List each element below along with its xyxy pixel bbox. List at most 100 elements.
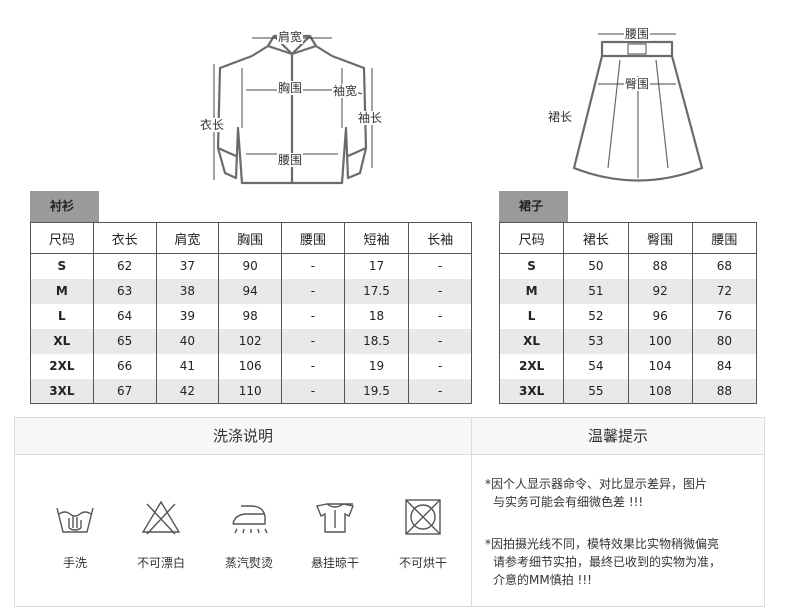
skirt-diagram [572,33,704,182]
value-cell: - [281,353,345,379]
value-cell: 51 [563,278,628,304]
value-cell: 65 [92,328,157,354]
no-bleach-icon [141,500,181,535]
column-header: 长袖 [408,222,472,254]
value-cell: 88 [627,253,693,279]
value-cell: 63 [92,278,157,304]
value-cell: 72 [691,278,757,304]
value-cell: - [408,253,472,279]
care-section: 洗涤说明 温馨提示 手洗 不可漂白 [14,417,765,607]
skirt-length-label: 裙长 [547,110,574,124]
value-cell: 19.5 [343,378,409,404]
value-cell: 55 [563,378,628,404]
care-label-hand-wash: 手洗 [62,556,87,570]
size-cell: 3XL [30,378,94,404]
size-cell: XL [499,328,564,354]
tip-display-difference: *因个人显示器命令、对比显示差异，图片 与实务可能会有细微色差 !!! [485,475,760,511]
column-header: 裙长 [563,222,628,254]
value-cell: 39 [155,303,219,329]
care-item-hand-wash: 手洗 [35,498,115,571]
value-cell: 108 [627,378,693,404]
table-header-row: 尺码衣长肩宽胸围腰围短袖长袖 [30,222,472,254]
skirt-waist-label: 腰围 [624,27,651,41]
value-cell: 50 [563,253,628,279]
tips-title: 温馨提示 [472,418,764,455]
care-label-hang-dry: 悬挂晾干 [310,556,359,570]
column-header: 臀围 [627,222,693,254]
value-cell: 62 [92,253,157,279]
value-cell: 19 [343,353,409,379]
size-cell: XL [30,328,94,354]
value-cell: 96 [627,303,693,329]
column-header: 尺码 [499,222,564,254]
value-cell: - [408,278,472,304]
column-header: 腰围 [281,222,345,254]
size-cell: L [527,309,536,323]
care-item-no-tumble-dry: 不可烘干 [383,498,463,571]
value-cell: - [281,278,345,304]
size-cell: S [527,259,536,274]
value-cell: 53 [563,328,628,354]
value-cell: 66 [92,353,157,379]
value-cell: 80 [691,328,757,354]
tip-line: 请参考细节实拍，最终已收到的实物为准， [493,555,722,569]
value-cell: 37 [155,253,219,279]
value-cell: - [281,328,345,354]
value-cell: 52 [563,303,628,329]
value-cell: 106 [218,353,282,379]
size-cell: 3XL [499,378,564,404]
column-header: 肩宽 [155,222,219,254]
shirt-chest-label: 胸围 [277,81,304,95]
value-cell: 110 [218,378,282,404]
value-cell: - [408,328,472,354]
size-cell: L [58,309,66,323]
value-cell: 18.5 [343,328,409,354]
tip-lighting-difference: *因拍摄光线不同，模特效果比实物稍微偏亮 请参考细节实拍，最终已收到的实物为准，… [485,535,760,589]
column-header: 腰围 [691,222,757,254]
value-cell: 64 [92,303,157,329]
value-cell: 42 [155,378,219,404]
value-cell: 102 [218,328,282,354]
column-header: 尺码 [30,222,94,254]
value-cell: 38 [155,278,219,304]
value-cell: - [281,253,345,279]
size-cell: 2XL [49,359,75,373]
value-cell: 17 [343,253,409,279]
value-cell: - [281,303,345,329]
tip-line: 与实务可能会有细微色差 !!! [493,495,644,509]
care-label-steam-iron: 蒸汽熨烫 [224,556,273,570]
care-title: 洗涤说明 [15,418,471,455]
column-header: 胸围 [218,222,282,254]
shirt-length-label: 衣长 [199,118,226,132]
size-cell: M [499,278,564,304]
value-cell: 98 [218,303,282,329]
value-cell: 67 [92,378,157,404]
care-label-no-tumble-dry: 不可烘干 [398,556,447,570]
column-header: 短袖 [343,222,409,254]
value-cell: 94 [218,278,282,304]
no-tumble-dry-icon [405,499,441,535]
value-cell: - [408,303,472,329]
care-divider [471,418,472,606]
value-cell: 68 [691,253,757,279]
steam-iron-icon [232,505,268,534]
care-item-hang-dry: 悬挂晾干 [295,498,375,571]
value-cell: 18 [343,303,409,329]
size-cell: S [57,259,67,274]
value-cell: 84 [691,353,757,379]
value-cell: 76 [691,303,757,329]
care-item-steam-iron: 蒸汽熨烫 [209,498,289,571]
value-cell: 41 [155,353,219,379]
